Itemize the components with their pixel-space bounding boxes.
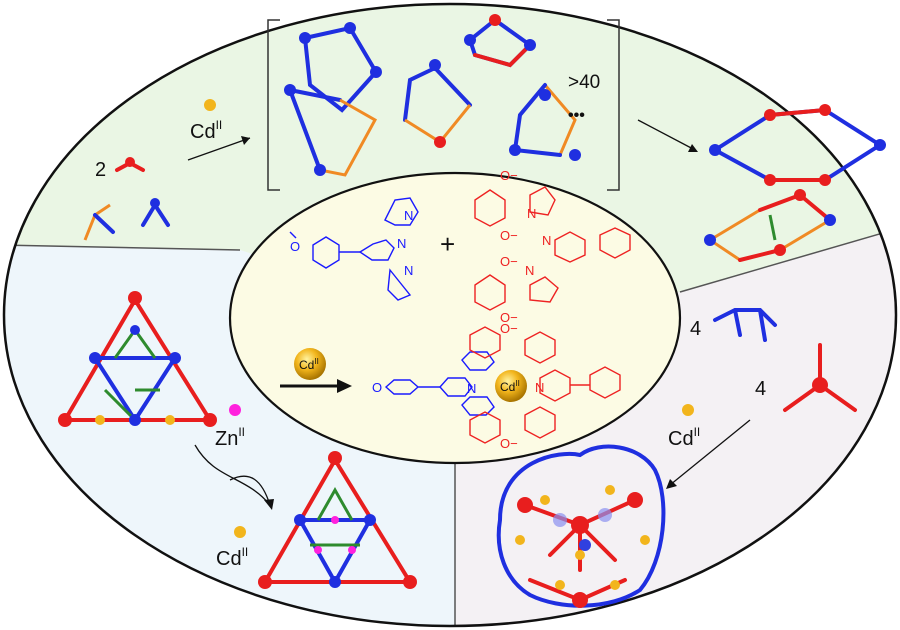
- blue-ligand-icons: [83, 198, 170, 241]
- cd-label-complex: CdII: [500, 379, 520, 394]
- top-section: CdII 2 >40 •••: [83, 14, 886, 262]
- svg-text:O−: O−: [500, 228, 518, 243]
- red-ligand: O− O− O− O− N N N: [474, 168, 631, 325]
- ratio-label: 2: [95, 159, 106, 181]
- svg-text:O: O: [372, 380, 382, 395]
- plus-sign: +: [440, 229, 455, 259]
- left-section: ZnII CdII: [58, 291, 417, 589]
- blue-terpyridine-ligand: O N N N: [289, 197, 419, 301]
- selected-macrocycles: [704, 104, 886, 262]
- right-bracket: [607, 19, 620, 191]
- triangle-assembly-1: [58, 291, 217, 427]
- svg-text:O−: O−: [500, 321, 518, 336]
- svg-text:O−: O−: [500, 168, 518, 183]
- red-ligand-icon: [115, 157, 145, 172]
- svg-text:O: O: [290, 239, 300, 254]
- arrow-to-products: [637, 119, 696, 151]
- arrow-to-triangle-2: [194, 444, 271, 506]
- cd-label-right: CdII: [668, 425, 700, 450]
- triangle-assembly-2: [258, 451, 417, 589]
- cd-label-top: CdII: [190, 118, 222, 143]
- svg-text:N: N: [525, 263, 534, 278]
- cd-ion-icon: [204, 99, 216, 111]
- cd-complex: O N CdII N O− O−: [372, 321, 621, 451]
- arrow-to-library: [187, 137, 251, 161]
- macrocycle-library: [284, 14, 581, 177]
- center-ellipse: [228, 171, 682, 465]
- top-region: [4, 4, 896, 320]
- red-tripodal-ligand-icon: [783, 343, 857, 412]
- svg-text:N: N: [467, 381, 476, 396]
- left-bracket: [267, 19, 280, 191]
- svg-text:O−: O−: [500, 254, 518, 269]
- red-count: 4: [755, 378, 766, 400]
- library-count: >40: [568, 72, 600, 93]
- arrow-to-cage: [669, 419, 751, 486]
- svg-text:N: N: [527, 206, 536, 221]
- svg-text:N: N: [404, 208, 413, 223]
- cage-assembly: [496, 444, 666, 608]
- svg-text:O−: O−: [500, 310, 518, 325]
- zn-ion-icon: [229, 404, 241, 416]
- library-ellipsis: •••: [568, 107, 585, 124]
- center-section: O N N N + O− O− O− O− N N N CdII: [280, 168, 631, 451]
- cd-ion-sphere: [294, 348, 326, 380]
- svg-text:O−: O−: [500, 436, 518, 451]
- svg-text:N: N: [397, 236, 406, 251]
- cd-label-center-arrow: CdII: [299, 357, 319, 372]
- cd-label-left: CdII: [216, 545, 248, 570]
- right-section: 4 4 CdII: [496, 308, 857, 608]
- zn-label: ZnII: [215, 425, 245, 450]
- svg-text:N: N: [542, 233, 551, 248]
- blue-ligand-icon-right: [713, 308, 777, 342]
- cd-ion-icon-left: [234, 526, 246, 538]
- svg-text:N: N: [404, 263, 413, 278]
- blue-count: 4: [690, 318, 701, 340]
- cd-ion-icon-right: [682, 404, 694, 416]
- svg-text:N: N: [535, 380, 544, 395]
